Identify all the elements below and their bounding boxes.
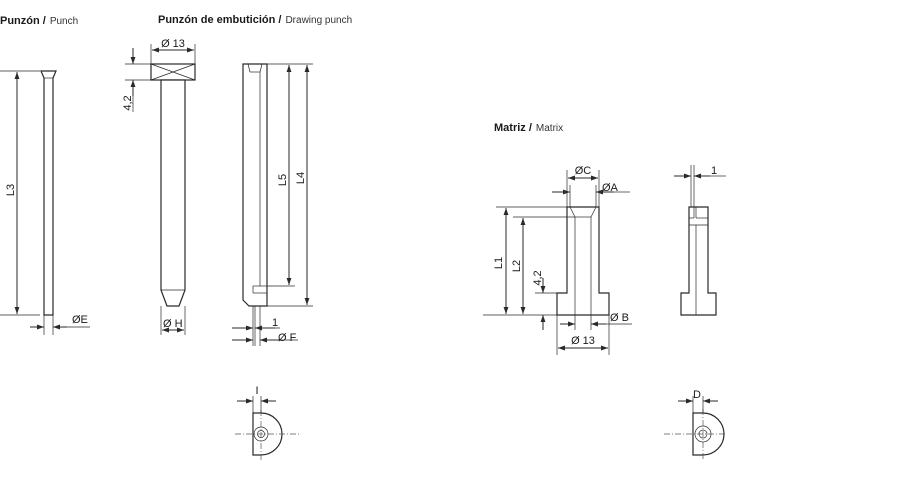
label-L1: L1 [493,257,505,269]
label-OA: ØA [602,182,619,194]
label-L4: L4 [295,172,307,184]
drawing-punch-side [232,63,313,346]
matrix-title: Matriz / Matrix [494,118,563,135]
label-OF: Ø F [278,332,297,344]
label-OE: ØE [72,314,88,326]
matrix-side [674,165,726,316]
label-D: D [693,389,701,401]
label-4-2-head: 4,2 [122,95,134,110]
label-4-2-matrix: 4,2 [532,270,544,285]
label-L5: L5 [277,174,289,186]
label-one-punch: 1 [272,317,278,329]
label-OB: Ø B [610,312,629,324]
label-O13-bottom: Ø 13 [571,335,595,347]
punch-top-view [235,396,301,460]
matrix-top-view [664,396,726,461]
label-L3: L3 [5,184,17,196]
punch-drawing [0,70,90,335]
punch-title: Punzón / Punch [0,11,78,28]
label-L2: L2 [511,260,523,272]
label-OH: Ø H [163,318,183,330]
label-one-matrix: 1 [711,165,717,177]
label-OC: ØC [575,165,592,177]
label-I: I [255,385,258,397]
drawing-punch-front [125,44,196,335]
drawing-punch-title: Punzón de embutición / Drawing punch [158,10,352,27]
matrix-front [483,170,632,355]
label-O13-top: Ø 13 [161,38,185,50]
